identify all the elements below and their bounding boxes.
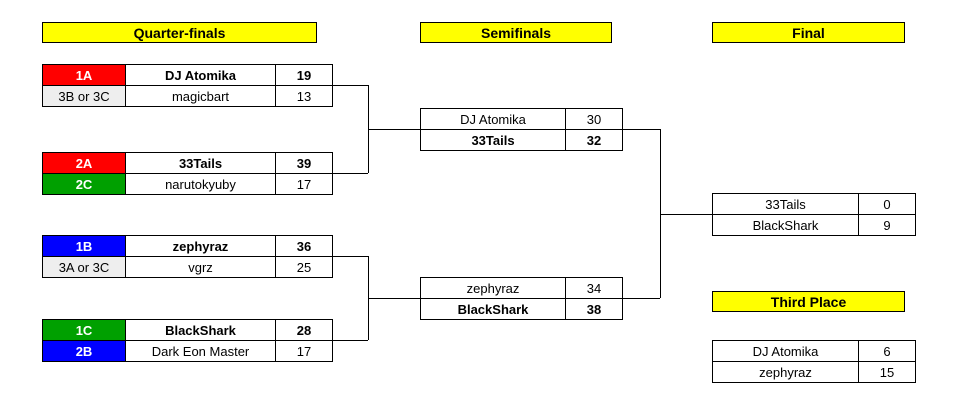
- qf-match-2: 2A 33Tails 39 2C narutokyuby 17: [42, 152, 333, 195]
- team-name-cell: vgrz: [125, 256, 276, 278]
- third-place-header: Third Place: [712, 291, 905, 312]
- sf-match-1: DJ Atomika 30 33Tails 32: [420, 108, 623, 151]
- score-cell: 25: [275, 256, 333, 278]
- table-row: 2A 33Tails 39: [42, 152, 333, 174]
- score-cell: 30: [565, 108, 623, 130]
- team-name-cell: zephyraz: [712, 361, 859, 383]
- qf-match-1: 1A DJ Atomika 19 3B or 3C magicbart 13: [42, 64, 333, 107]
- seed-cell: 2A: [42, 152, 126, 174]
- quarterfinals-header: Quarter-finals: [42, 22, 317, 43]
- team-name-cell: BlackShark: [712, 214, 859, 236]
- team-name-cell: 33Tails: [420, 129, 566, 151]
- team-name-cell: BlackShark: [125, 319, 276, 341]
- seed-cell: 3A or 3C: [42, 256, 126, 278]
- score-cell: 0: [858, 193, 916, 215]
- final-header: Final: [712, 22, 905, 43]
- team-name-cell: BlackShark: [420, 298, 566, 320]
- semifinals-header: Semifinals: [420, 22, 612, 43]
- table-row: BlackShark 9: [712, 214, 916, 236]
- qf-match-4: 1C BlackShark 28 2B Dark Eon Master 17: [42, 319, 333, 362]
- connector-line: [317, 256, 368, 257]
- score-cell: 6: [858, 340, 916, 362]
- score-cell: 17: [275, 340, 333, 362]
- score-cell: 13: [275, 85, 333, 107]
- connector-line: [612, 298, 660, 299]
- team-name-cell: zephyraz: [420, 277, 566, 299]
- score-cell: 28: [275, 319, 333, 341]
- seed-cell: 2B: [42, 340, 126, 362]
- team-name-cell: DJ Atomika: [420, 108, 566, 130]
- seed-cell: 1C: [42, 319, 126, 341]
- table-row: DJ Atomika 6: [712, 340, 916, 362]
- table-row: 1B zephyraz 36: [42, 235, 333, 257]
- score-cell: 19: [275, 64, 333, 86]
- sf-match-2: zephyraz 34 BlackShark 38: [420, 277, 623, 320]
- seed-cell: 3B or 3C: [42, 85, 126, 107]
- seed-cell: 2C: [42, 173, 126, 195]
- table-row: 2C narutokyuby 17: [42, 173, 333, 195]
- table-row: 3B or 3C magicbart 13: [42, 85, 333, 107]
- table-row: 3A or 3C vgrz 25: [42, 256, 333, 278]
- table-row: 1C BlackShark 28: [42, 319, 333, 341]
- table-row: BlackShark 38: [420, 298, 623, 320]
- table-row: DJ Atomika 30: [420, 108, 623, 130]
- team-name-cell: magicbart: [125, 85, 276, 107]
- connector-line: [660, 129, 661, 298]
- score-cell: 39: [275, 152, 333, 174]
- score-cell: 36: [275, 235, 333, 257]
- connector-line: [317, 340, 368, 341]
- seed-cell: 1A: [42, 64, 126, 86]
- connector-line: [660, 214, 712, 215]
- team-name-cell: zephyraz: [125, 235, 276, 257]
- qf-match-3: 1B zephyraz 36 3A or 3C vgrz 25: [42, 235, 333, 278]
- team-name-cell: 33Tails: [712, 193, 859, 215]
- connector-line: [317, 85, 368, 86]
- connector-line: [317, 173, 368, 174]
- team-name-cell: Dark Eon Master: [125, 340, 276, 362]
- connector-line: [368, 298, 420, 299]
- score-cell: 38: [565, 298, 623, 320]
- connector-line: [612, 129, 660, 130]
- table-row: zephyraz 15: [712, 361, 916, 383]
- connector-line: [368, 129, 420, 130]
- team-name-cell: narutokyuby: [125, 173, 276, 195]
- score-cell: 15: [858, 361, 916, 383]
- score-cell: 34: [565, 277, 623, 299]
- table-row: 33Tails 32: [420, 129, 623, 151]
- third-place-match: DJ Atomika 6 zephyraz 15: [712, 340, 916, 383]
- score-cell: 9: [858, 214, 916, 236]
- table-row: 33Tails 0: [712, 193, 916, 215]
- seed-cell: 1B: [42, 235, 126, 257]
- team-name-cell: DJ Atomika: [125, 64, 276, 86]
- score-cell: 32: [565, 129, 623, 151]
- table-row: 1A DJ Atomika 19: [42, 64, 333, 86]
- team-name-cell: DJ Atomika: [712, 340, 859, 362]
- table-row: 2B Dark Eon Master 17: [42, 340, 333, 362]
- table-row: zephyraz 34: [420, 277, 623, 299]
- final-match: 33Tails 0 BlackShark 9: [712, 193, 916, 236]
- team-name-cell: 33Tails: [125, 152, 276, 174]
- score-cell: 17: [275, 173, 333, 195]
